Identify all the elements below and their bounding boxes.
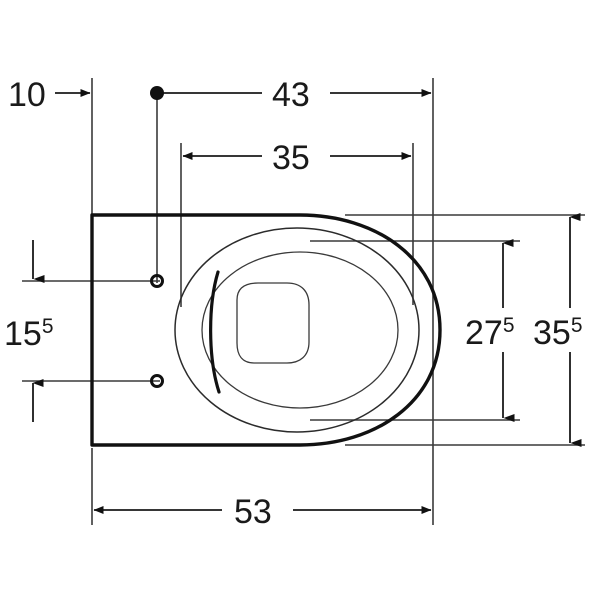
dimension-10-label: 10 — [8, 76, 46, 114]
dimension-35-5-superscript: 5 — [571, 314, 583, 337]
dimension-35-5-group: 355 — [533, 213, 583, 447]
fixing-hole-upper — [150, 274, 164, 288]
dimension-35-group: 35 — [182, 139, 412, 177]
dimension-43-label: 43 — [272, 76, 310, 114]
dimension-35-5-label: 355 — [533, 314, 583, 352]
dimension-35-5-value: 35 — [533, 314, 571, 352]
dimension-10-group: 10 — [8, 76, 91, 114]
dimension-15-5-label: 155 — [4, 315, 54, 353]
dimension-35-label: 35 — [272, 139, 310, 177]
wc-pan-geometry — [90, 213, 442, 447]
seat-inner-ring — [201, 251, 399, 409]
dimension-15-5-superscript: 5 — [42, 315, 54, 338]
dimension-53-group: 53 — [93, 493, 432, 531]
origin-dot — [150, 86, 164, 100]
dimension-27-5-label: 275 — [465, 314, 515, 352]
extension-lines — [22, 78, 585, 525]
wc-pan-body-outline — [90, 213, 442, 447]
dimension-53-label: 53 — [234, 493, 272, 531]
dimension-43-group: 43 — [150, 76, 432, 114]
seat-outer-oval — [174, 227, 420, 433]
fixing-hole-lower — [150, 374, 164, 388]
dimension-15-5-group: 155 — [4, 240, 54, 422]
dimension-15-5-value: 15 — [4, 315, 42, 353]
seat-hinge-arc — [209, 270, 221, 394]
dimension-27-5-group: 275 — [465, 239, 515, 422]
dimension-27-5-value: 27 — [465, 314, 503, 352]
bowl-opening — [236, 282, 310, 364]
dimension-27-5-superscript: 5 — [503, 314, 515, 337]
